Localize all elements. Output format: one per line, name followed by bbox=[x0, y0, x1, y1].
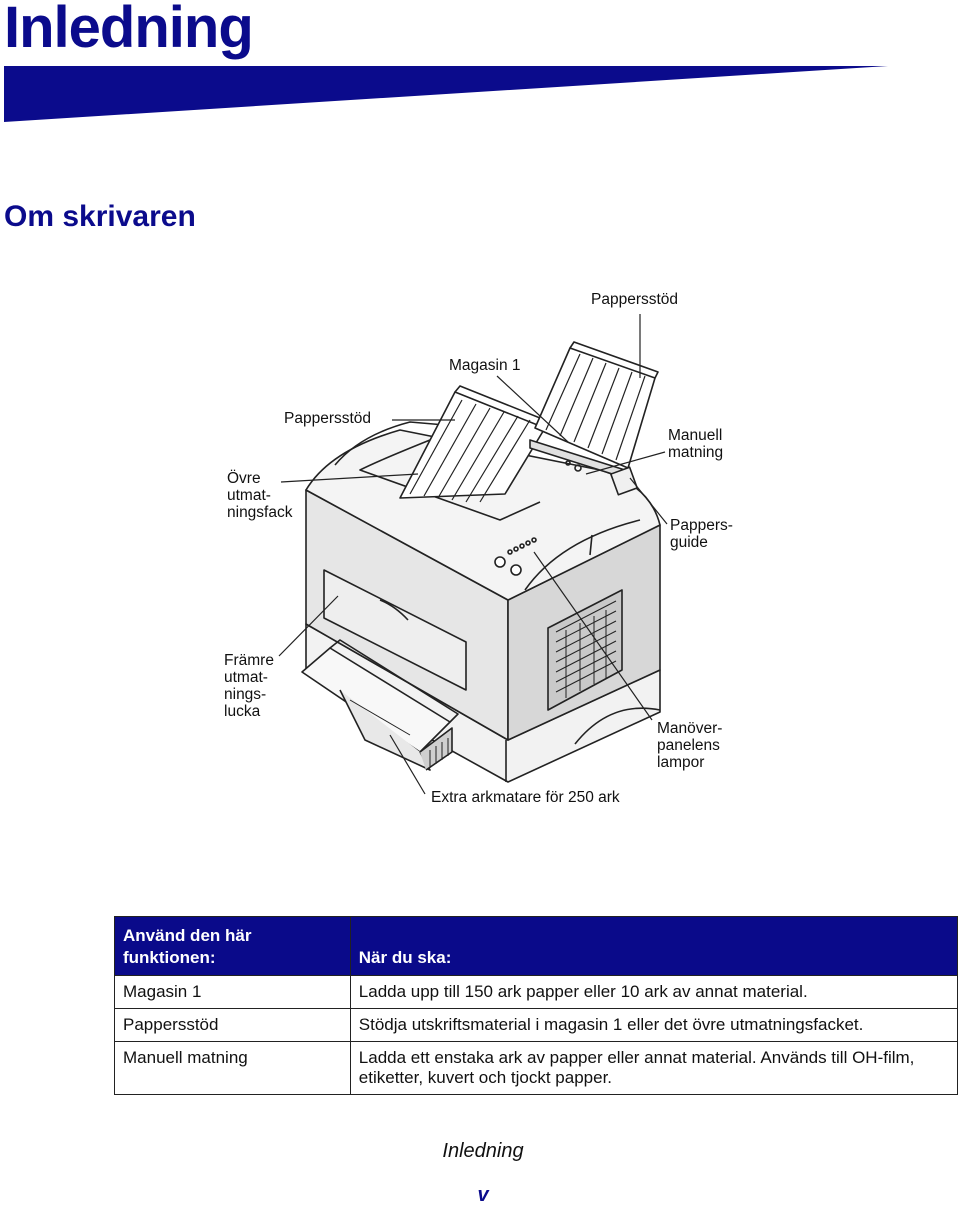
table-cell-function: Pappersstöd bbox=[114, 1008, 351, 1042]
table-row: Pappersstöd Stödja utskriftsmaterial i m… bbox=[114, 1008, 959, 1042]
table-cell-purpose: Stödja utskriftsmaterial i magasin 1 ell… bbox=[349, 1008, 959, 1042]
label-extra-arkmatare: Extra arkmatare för 250 ark bbox=[431, 789, 620, 806]
footer-title: Inledning bbox=[442, 1140, 524, 1162]
label-pappersstod-left: Pappersstöd bbox=[284, 410, 372, 427]
table-row: Magasin 1 Ladda upp till 150 ark papper … bbox=[114, 975, 959, 1009]
table-cell-function: Magasin 1 bbox=[114, 975, 351, 1009]
page-number: v bbox=[477, 1184, 489, 1206]
section-title: Om skrivaren bbox=[4, 200, 196, 233]
chapter-title: Inledning bbox=[4, 0, 254, 60]
table-row: Manuell matning Ladda ett enstaka ark av… bbox=[114, 1041, 959, 1095]
table-header-function: Använd den här funktionen: bbox=[114, 916, 351, 976]
printer-figure: Pappersstöd Magasin 1 Pappersstöd Manuel… bbox=[0, 270, 960, 830]
table-cell-purpose: Ladda ett enstaka ark av papper eller an… bbox=[349, 1041, 959, 1095]
label-magasin1: Magasin 1 bbox=[449, 357, 521, 374]
label-manuell-matning: Manuell matning bbox=[668, 427, 724, 461]
table-cell-function: Manuell matning bbox=[114, 1041, 351, 1095]
printer-illustration bbox=[278, 314, 668, 795]
title-bar-shape bbox=[4, 66, 888, 122]
label-manoverpanelens-lampor: Manöver- panelens lampor bbox=[657, 720, 723, 771]
table-cell-purpose: Ladda upp till 150 ark papper eller 10 a… bbox=[349, 975, 959, 1009]
table-header-purpose: När du ska: bbox=[349, 916, 959, 976]
chapter-title-bar bbox=[4, 66, 888, 122]
paper-guide bbox=[610, 466, 638, 496]
function-table: Använd den här funktionen: När du ska: M… bbox=[114, 916, 959, 1095]
label-framre-utmatningslucka: Främre utmat- nings- lucka bbox=[224, 652, 274, 720]
label-ovre-utmatningsfack: Övre utmat- ningsfack bbox=[227, 470, 293, 521]
table-header-row: Använd den här funktionen: När du ska: bbox=[114, 916, 959, 976]
label-pappersguide: Pappers- guide bbox=[670, 517, 733, 551]
label-pappersstod-top: Pappersstöd bbox=[591, 291, 679, 308]
front-output-door bbox=[323, 569, 467, 691]
